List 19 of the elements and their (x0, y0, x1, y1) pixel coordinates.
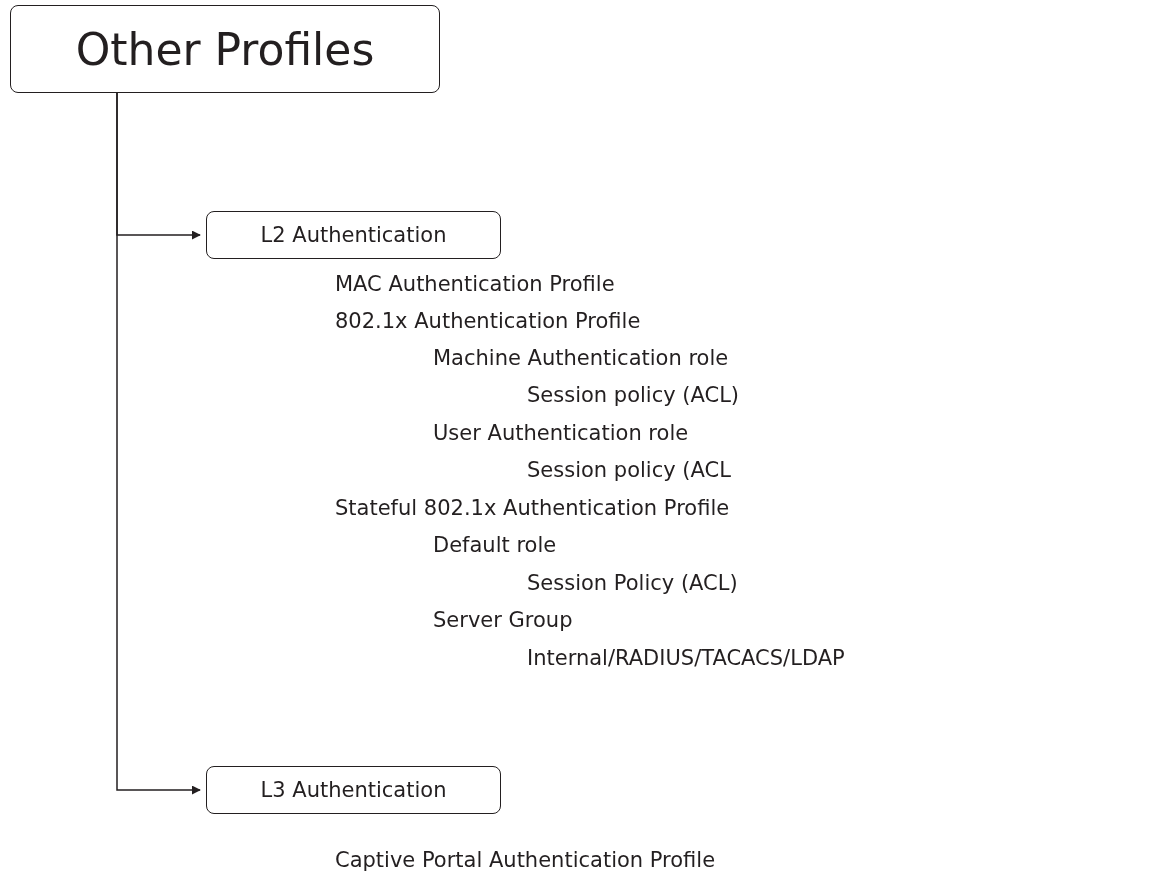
label-box (206, 211, 501, 259)
tree-item-text: Session policy (ACL) (527, 383, 740, 407)
tree-item-text: Stateful 802.1x Authentication Profile (335, 496, 730, 520)
box-label: L3 Authentication (260, 778, 447, 802)
tree-item-text: Machine Authentication role (433, 346, 729, 370)
tree-item-text: Server Group (433, 608, 573, 632)
box-label: L2 Authentication (260, 223, 447, 247)
tree-item-text: User Authentication role (433, 421, 689, 445)
tree-item-text: MAC Authentication Profile (335, 272, 615, 296)
tree-item-text: Internal/RADIUS/TACACS/LDAP (527, 646, 845, 670)
label-box (10, 5, 440, 93)
tree-item-text: Captive Portal Authentication Profile (335, 848, 716, 872)
connector-arrow (116, 92, 201, 795)
tree-item-text: Session Policy (ACL) (527, 571, 738, 595)
tree-item-text: 802.1x Authentication Profile (335, 309, 641, 333)
box-label: Other Profiles (75, 23, 375, 75)
tree-item-text: Session policy (ACL (527, 458, 731, 482)
tree-item-text: Default role (433, 533, 557, 557)
label-box (206, 766, 501, 814)
